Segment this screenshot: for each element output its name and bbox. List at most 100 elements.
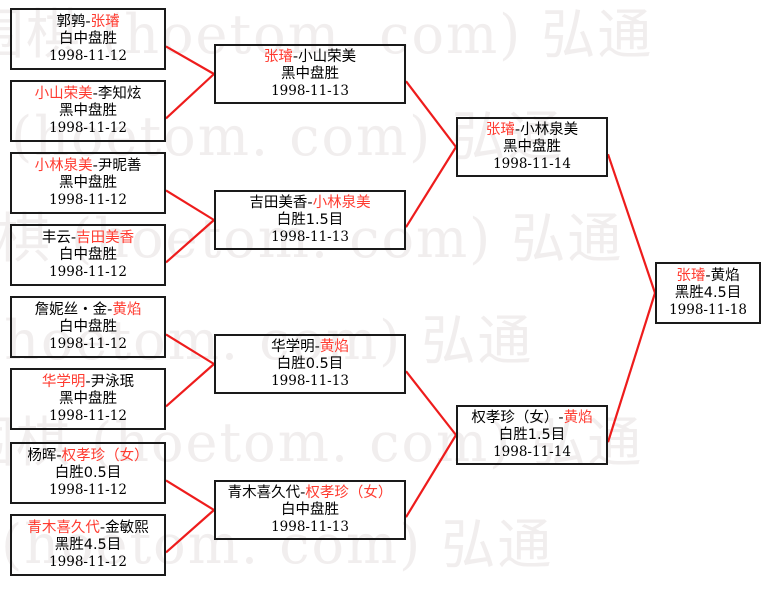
match-date: 1998-11-13 bbox=[271, 373, 349, 390]
player-separator: - bbox=[292, 48, 299, 65]
player-right: 李知炫 bbox=[97, 85, 142, 102]
connector-line bbox=[165, 363, 215, 408]
player-separator: - bbox=[307, 194, 313, 211]
connector-line bbox=[606, 292, 657, 443]
connector-line bbox=[165, 509, 215, 554]
match-result: 白胜1.5目 bbox=[276, 211, 344, 228]
match-date: 1998-11-12 bbox=[49, 408, 127, 425]
player-separator: - bbox=[70, 229, 77, 246]
match-players: 华学明-黄焰 bbox=[271, 339, 349, 356]
match-players: 张璿-小山荣美 bbox=[264, 49, 356, 66]
player-separator: - bbox=[92, 85, 98, 102]
player-separator: - bbox=[705, 267, 711, 284]
match-date: 1998-11-14 bbox=[493, 156, 571, 173]
player-left: 詹妮丝・金 bbox=[34, 301, 108, 318]
match-players: 青木喜久代-权孝珍（女） bbox=[228, 485, 393, 502]
player-separator: - bbox=[99, 519, 106, 536]
connector-line bbox=[165, 479, 215, 511]
player-separator: - bbox=[300, 484, 306, 501]
player-right: 尹昵善 bbox=[97, 157, 142, 174]
player-left: 杨晖 bbox=[27, 447, 57, 464]
player-right: 吉田美香 bbox=[76, 229, 135, 246]
match-players: 张璿-黄焰 bbox=[676, 268, 739, 285]
connector-line bbox=[165, 45, 215, 75]
player-separator: - bbox=[85, 13, 91, 30]
match-date: 1998-11-12 bbox=[49, 336, 127, 353]
match-result: 黑中盘胜 bbox=[59, 390, 117, 407]
match-players: 郭鹑-张璿 bbox=[56, 14, 119, 31]
player-right: 黄焰 bbox=[563, 409, 593, 426]
match-result: 黑中盘胜 bbox=[503, 138, 561, 155]
player-left: 张璿 bbox=[485, 121, 515, 138]
match-date: 1998-11-12 bbox=[49, 264, 127, 281]
player-right: 张璿 bbox=[90, 13, 120, 30]
match-result: 黑胜4.5目 bbox=[674, 284, 742, 301]
player-right: 黄焰 bbox=[319, 338, 349, 355]
player-separator: - bbox=[56, 447, 62, 464]
connector-line bbox=[405, 370, 457, 436]
match-date: 1998-11-12 bbox=[49, 482, 127, 499]
match-result: 白胜1.5目 bbox=[498, 426, 566, 443]
match-date: 1998-11-13 bbox=[271, 83, 349, 100]
match-date: 1998-11-12 bbox=[49, 48, 127, 65]
player-right: 黄焰 bbox=[710, 267, 740, 284]
player-right: 小山荣美 bbox=[298, 48, 357, 65]
match-date: 1998-11-12 bbox=[49, 554, 127, 571]
player-separator: - bbox=[107, 301, 113, 318]
connector-line bbox=[165, 219, 215, 264]
match-date: 1998-11-18 bbox=[669, 302, 747, 319]
player-separator: - bbox=[92, 157, 98, 174]
match-players: 詹妮丝・金-黄焰 bbox=[35, 302, 142, 319]
match-result: 白中盘胜 bbox=[59, 318, 117, 335]
player-right: 尹泳珉 bbox=[90, 373, 135, 390]
player-right: 权孝珍（女） bbox=[61, 447, 149, 464]
player-left: 华学明 bbox=[41, 373, 86, 390]
connector-line bbox=[405, 434, 457, 518]
connector-line bbox=[165, 73, 215, 120]
match-players: 权孝珍（女）-黄焰 bbox=[471, 410, 592, 427]
match-players: 小山荣美-李知炫 bbox=[35, 86, 142, 103]
player-separator: - bbox=[314, 338, 320, 355]
player-left: 张璿 bbox=[676, 267, 706, 284]
match-result: 白中盘胜 bbox=[59, 30, 117, 47]
connector-line bbox=[405, 80, 457, 148]
player-left: 小林泉美 bbox=[34, 157, 93, 174]
match-result: 白胜0.5目 bbox=[276, 355, 344, 372]
match-players: 张璿-小林泉美 bbox=[486, 122, 578, 139]
match-date: 1998-11-13 bbox=[271, 229, 349, 246]
connector-line bbox=[165, 189, 215, 221]
match-result: 黑中盘胜 bbox=[281, 65, 339, 82]
match-players: 丰云-吉田美香 bbox=[42, 230, 134, 247]
match-date: 1998-11-12 bbox=[49, 120, 127, 137]
player-right: 黄焰 bbox=[112, 301, 142, 318]
match-date: 1998-11-14 bbox=[493, 444, 571, 461]
player-left: 小山荣美 bbox=[34, 85, 93, 102]
player-left: 权孝珍（女） bbox=[471, 409, 559, 426]
player-left: 青木喜久代 bbox=[227, 484, 301, 501]
connector-line bbox=[606, 153, 657, 294]
player-right: 权孝珍（女） bbox=[305, 484, 393, 501]
match-players: 华学明-尹泳珉 bbox=[42, 374, 134, 391]
match-result: 黑中盘胜 bbox=[59, 174, 117, 191]
player-left: 郭鹑 bbox=[56, 13, 86, 30]
player-separator: - bbox=[558, 409, 564, 426]
connector-line bbox=[405, 146, 457, 228]
match-result: 白中盘胜 bbox=[59, 246, 117, 263]
player-separator: - bbox=[85, 373, 91, 390]
